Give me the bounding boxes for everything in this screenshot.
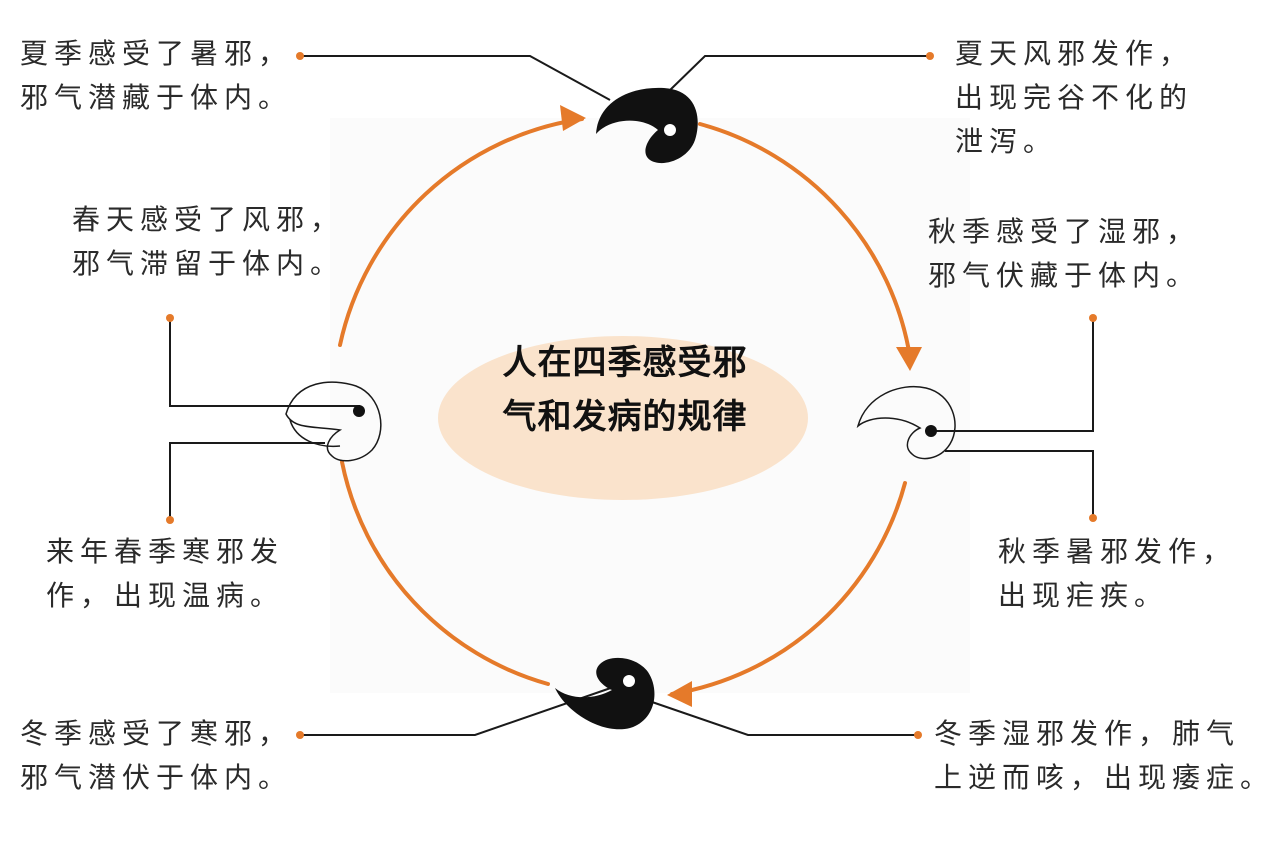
title-line-2: 气和发病的规律: [502, 397, 748, 437]
note-line: 出现疟疾。: [998, 579, 1169, 612]
note-autumn-onset: 秋季暑邪发作， 出现疟疾。: [998, 530, 1236, 618]
leader-summer-infect: [300, 55, 611, 101]
note-line: 夏季感受了暑邪，: [20, 37, 293, 70]
note-winter-onset: 冬季湿邪发作，肺气 上逆而咳，出现痿症。: [934, 712, 1274, 800]
spring-yinyang-icon: [285, 381, 382, 462]
note-summer-infect: 夏季感受了暑邪， 邪气潜藏于体内。: [20, 32, 292, 120]
note-line: 作，出现温病。: [46, 579, 285, 612]
leader-spring-onset: [169, 442, 325, 520]
note-autumn-infect: 秋季感受了湿邪， 邪气伏藏于体内。: [928, 210, 1200, 298]
arc-summer-to-autumn: [698, 122, 912, 359]
dot-winter-onset: [914, 731, 922, 739]
dot-spring-onset: [166, 516, 174, 524]
dot-autumn-onset: [1089, 514, 1097, 522]
cycle-arrows: [338, 117, 912, 696]
summer-yinyang-icon: [596, 87, 698, 164]
leader-lines: [169, 55, 1094, 736]
center-ellipse: [438, 336, 808, 500]
note-line: 邪气潜伏于体内。: [20, 761, 293, 794]
leader-spring-infect: [169, 318, 360, 407]
arrowhead-right-icon: [896, 347, 922, 371]
note-line: 秋季感受了湿邪，: [928, 215, 1201, 248]
note-line: 出现完谷不化的: [955, 81, 1194, 114]
note-line: 春天感受了风邪，: [72, 203, 345, 236]
leader-winter-onset: [651, 701, 918, 736]
arrowhead-bottom-icon: [667, 681, 692, 707]
leader-autumn-infect: [932, 318, 1094, 432]
leader-summer-onset: [667, 55, 930, 93]
dot-summer-onset: [926, 52, 934, 60]
dot-autumn-infect: [1089, 314, 1097, 322]
dot-summer-infect: [296, 52, 304, 60]
diagram-title: 人在四季感受邪 气和发病的规律: [460, 336, 790, 444]
note-line: 冬季感受了寒邪，: [20, 717, 293, 750]
note-line: 邪气伏藏于体内。: [928, 259, 1201, 292]
note-line: 邪气滞留于体内。: [72, 247, 345, 280]
note-line: 泄泻。: [955, 125, 1058, 158]
note-line: 冬季湿邪发作，肺气: [934, 717, 1241, 750]
arc-winter-to-spring: [340, 460, 550, 686]
title-line-1: 人在四季感受邪: [502, 343, 748, 383]
note-spring-onset: 来年春季寒邪发 作，出现温病。: [46, 530, 284, 618]
dot-spring-infect: [166, 314, 174, 322]
note-spring-infect: 春天感受了风邪， 邪气滞留于体内。: [72, 198, 344, 286]
note-summer-onset: 夏天风邪发作， 出现完谷不化的 泄泻。: [955, 32, 1193, 164]
arc-spring-to-summer: [338, 117, 584, 347]
winter-yinyang-icon: [555, 657, 655, 730]
arc-autumn-to-winter: [670, 481, 907, 696]
note-line: 上逆而咳，出现痿症。: [934, 761, 1275, 794]
note-line: 来年春季寒邪发: [46, 535, 285, 568]
leader-autumn-onset: [945, 450, 1094, 518]
autumn-yinyang-icon: [856, 386, 956, 460]
note-winter-infect: 冬季感受了寒邪， 邪气潜伏于体内。: [20, 712, 292, 800]
arrowhead-top-icon: [560, 105, 586, 131]
note-line: 秋季暑邪发作，: [998, 535, 1237, 568]
dot-winter-infect: [296, 731, 304, 739]
note-line: 夏天风邪发作，: [955, 37, 1194, 70]
note-line: 邪气潜藏于体内。: [20, 81, 293, 114]
